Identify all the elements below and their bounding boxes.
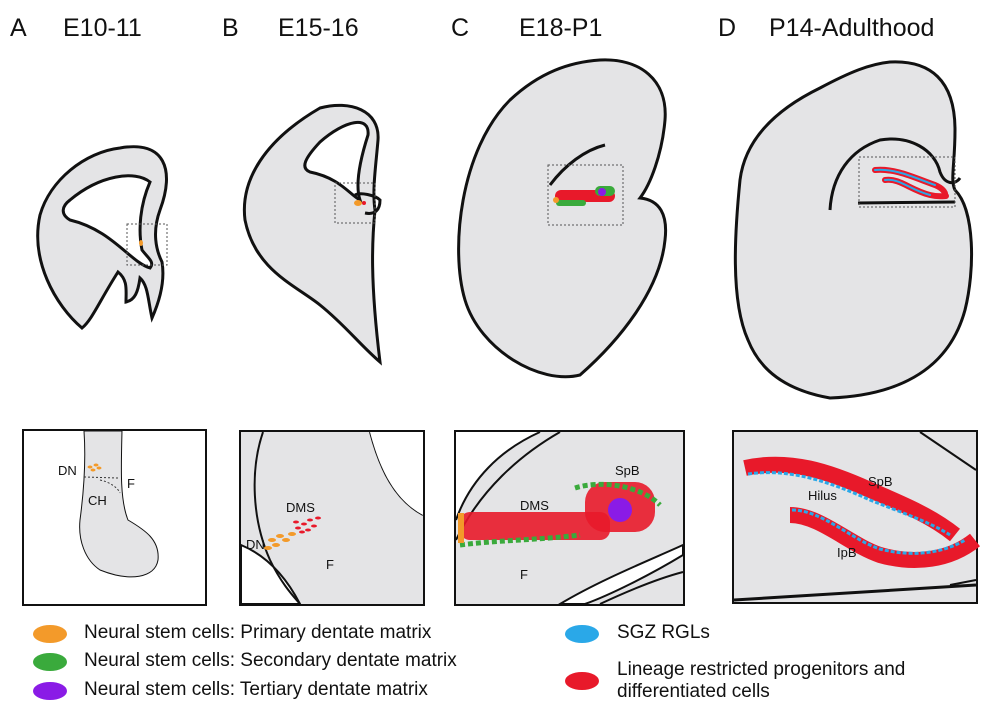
legend-swatch-tertiary (33, 682, 67, 700)
legend-swatch-sgz (565, 625, 599, 643)
box-b-label-dms: DMS (286, 500, 315, 515)
box-b-label-dn: DN (246, 537, 265, 552)
box-a-art (79, 430, 159, 578)
box-b-label-f: F (326, 557, 334, 572)
legend-swatch-primary (33, 625, 67, 643)
panel-d-letter: D (718, 14, 737, 42)
box-a-label-ch: CH (88, 493, 107, 508)
panel-c-stage: E18-P1 (519, 14, 603, 42)
legend-swatch-secondary (33, 653, 67, 671)
panel-d-cells (872, 166, 949, 200)
panel-c-box (547, 164, 624, 226)
legend-label-sgz: SGZ RGLs (617, 622, 710, 643)
legend-label-primary: Neural stem cells: Primary dentate matri… (84, 622, 432, 643)
panel-a-cell (139, 240, 143, 246)
panel-d-stage: P14-Adulthood (769, 14, 935, 42)
panel-b-letter: B (222, 14, 239, 42)
box-d-label-spb: SpB (868, 474, 893, 489)
panel-b-brain (242, 103, 382, 366)
box-b-art (240, 431, 424, 605)
panel-c-brain (457, 58, 668, 379)
box-d-label-ipb: IpB (837, 545, 857, 560)
panel-a-stage: E10-11 (63, 14, 142, 42)
panel-a-letter: A (10, 14, 27, 42)
panel-a-box (126, 223, 168, 266)
panel-a-brain (36, 145, 168, 330)
legend-label-lineage: Lineage restricted progenitors and diffe… (617, 659, 906, 702)
box-c-label-spb: SpB (615, 463, 640, 478)
box-d-label-hilus: Hilus (808, 488, 837, 503)
legend-label-tertiary: Neural stem cells: Tertiary dentate matr… (84, 679, 428, 700)
panel-b-stage: E15-16 (278, 14, 359, 42)
legend-label-secondary: Neural stem cells: Secondary dentate mat… (84, 650, 457, 671)
box-c-art (455, 431, 684, 605)
panel-d-brain (733, 60, 974, 400)
box-a-label-dn: DN (58, 463, 77, 478)
panel-d-box (858, 156, 956, 208)
panel-c-letter: C (451, 14, 470, 42)
box-c-label-f: F (520, 567, 528, 582)
box-a-label-f: F (127, 476, 135, 491)
panel-c-cells (553, 186, 615, 206)
panel-b-box (334, 182, 376, 224)
box-c-label-dms: DMS (520, 498, 549, 513)
legend-swatch-lineage (565, 672, 599, 690)
box-d-art (733, 431, 980, 602)
